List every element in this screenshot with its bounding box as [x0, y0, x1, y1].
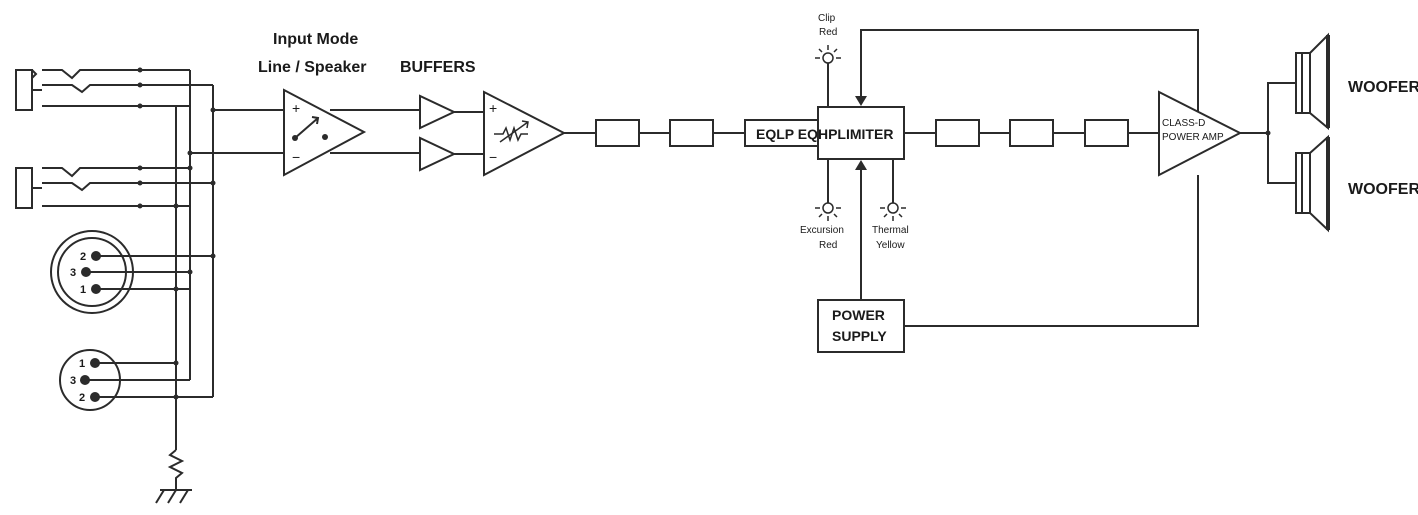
filter-block-1: [595, 119, 640, 147]
thermal-led-label: Thermal: [872, 225, 909, 236]
limiter-block: [817, 106, 905, 160]
input-mode-minus: −: [292, 149, 300, 165]
ground-symbol: [155, 449, 192, 504]
woofer-top-label: WOOFER: [1348, 79, 1418, 96]
filter-block-5: [1009, 119, 1054, 147]
thermal-led-icon: [880, 159, 906, 221]
thermal-led-color: Yellow: [876, 240, 905, 251]
input-bus-wiring: [173, 70, 284, 450]
power-supply-label-1: POWER: [832, 307, 885, 323]
woofer-top-icon: [1295, 32, 1330, 131]
clip-led-label: Clip: [818, 13, 836, 24]
clip-led-icon: [815, 45, 841, 107]
gain-amp-plus: +: [489, 100, 497, 116]
amp-label-1: CLASS-D: [1162, 118, 1205, 129]
input-mode-title: Input Mode: [273, 31, 358, 48]
clip-led-color: Red: [819, 27, 837, 38]
jack-input-2: [15, 165, 213, 209]
xlr-female-pin-a: 2: [80, 251, 86, 263]
filter-block-3: [744, 119, 819, 147]
excursion-led-icon: [815, 159, 841, 221]
xlr-female-pin-b: 3: [70, 267, 76, 279]
buffer-top: [419, 94, 457, 130]
buffer-bottom: [419, 136, 457, 172]
input-mode-subtitle: Line / Speaker: [258, 59, 367, 76]
xlr-male-pin-c: 2: [79, 392, 85, 404]
class-d-power-amp: [1158, 90, 1243, 177]
xlr-male-connector: 1 3 2: [59, 349, 213, 411]
woofer-bottom-label: WOOFER: [1348, 181, 1418, 198]
excursion-led-label: Excursion: [800, 225, 844, 236]
gain-amp: + −: [483, 90, 567, 177]
jack-input-1: [15, 67, 213, 111]
power-supply-label-2: SUPPLY: [832, 328, 887, 344]
eq-limiter-label: EQLP EQHPLIMITER: [756, 126, 893, 142]
xlr-male-pin-a: 1: [79, 358, 85, 370]
excursion-led-color: Red: [819, 240, 837, 251]
xlr-male-pin-b: 3: [70, 375, 76, 387]
amp-label-2: POWER AMP: [1162, 132, 1224, 143]
filter-block-2: [669, 119, 714, 147]
input-mode-plus: +: [292, 100, 300, 116]
filter-block-6: [1084, 119, 1129, 147]
xlr-female-pin-c: 1: [80, 284, 86, 296]
input-mode-switch-amp: + −: [283, 88, 367, 177]
filter-block-4: [935, 119, 980, 147]
buffers-title: BUFFERS: [400, 59, 476, 76]
gain-amp-minus: −: [489, 149, 497, 165]
woofer-bottom-icon: [1295, 134, 1330, 233]
